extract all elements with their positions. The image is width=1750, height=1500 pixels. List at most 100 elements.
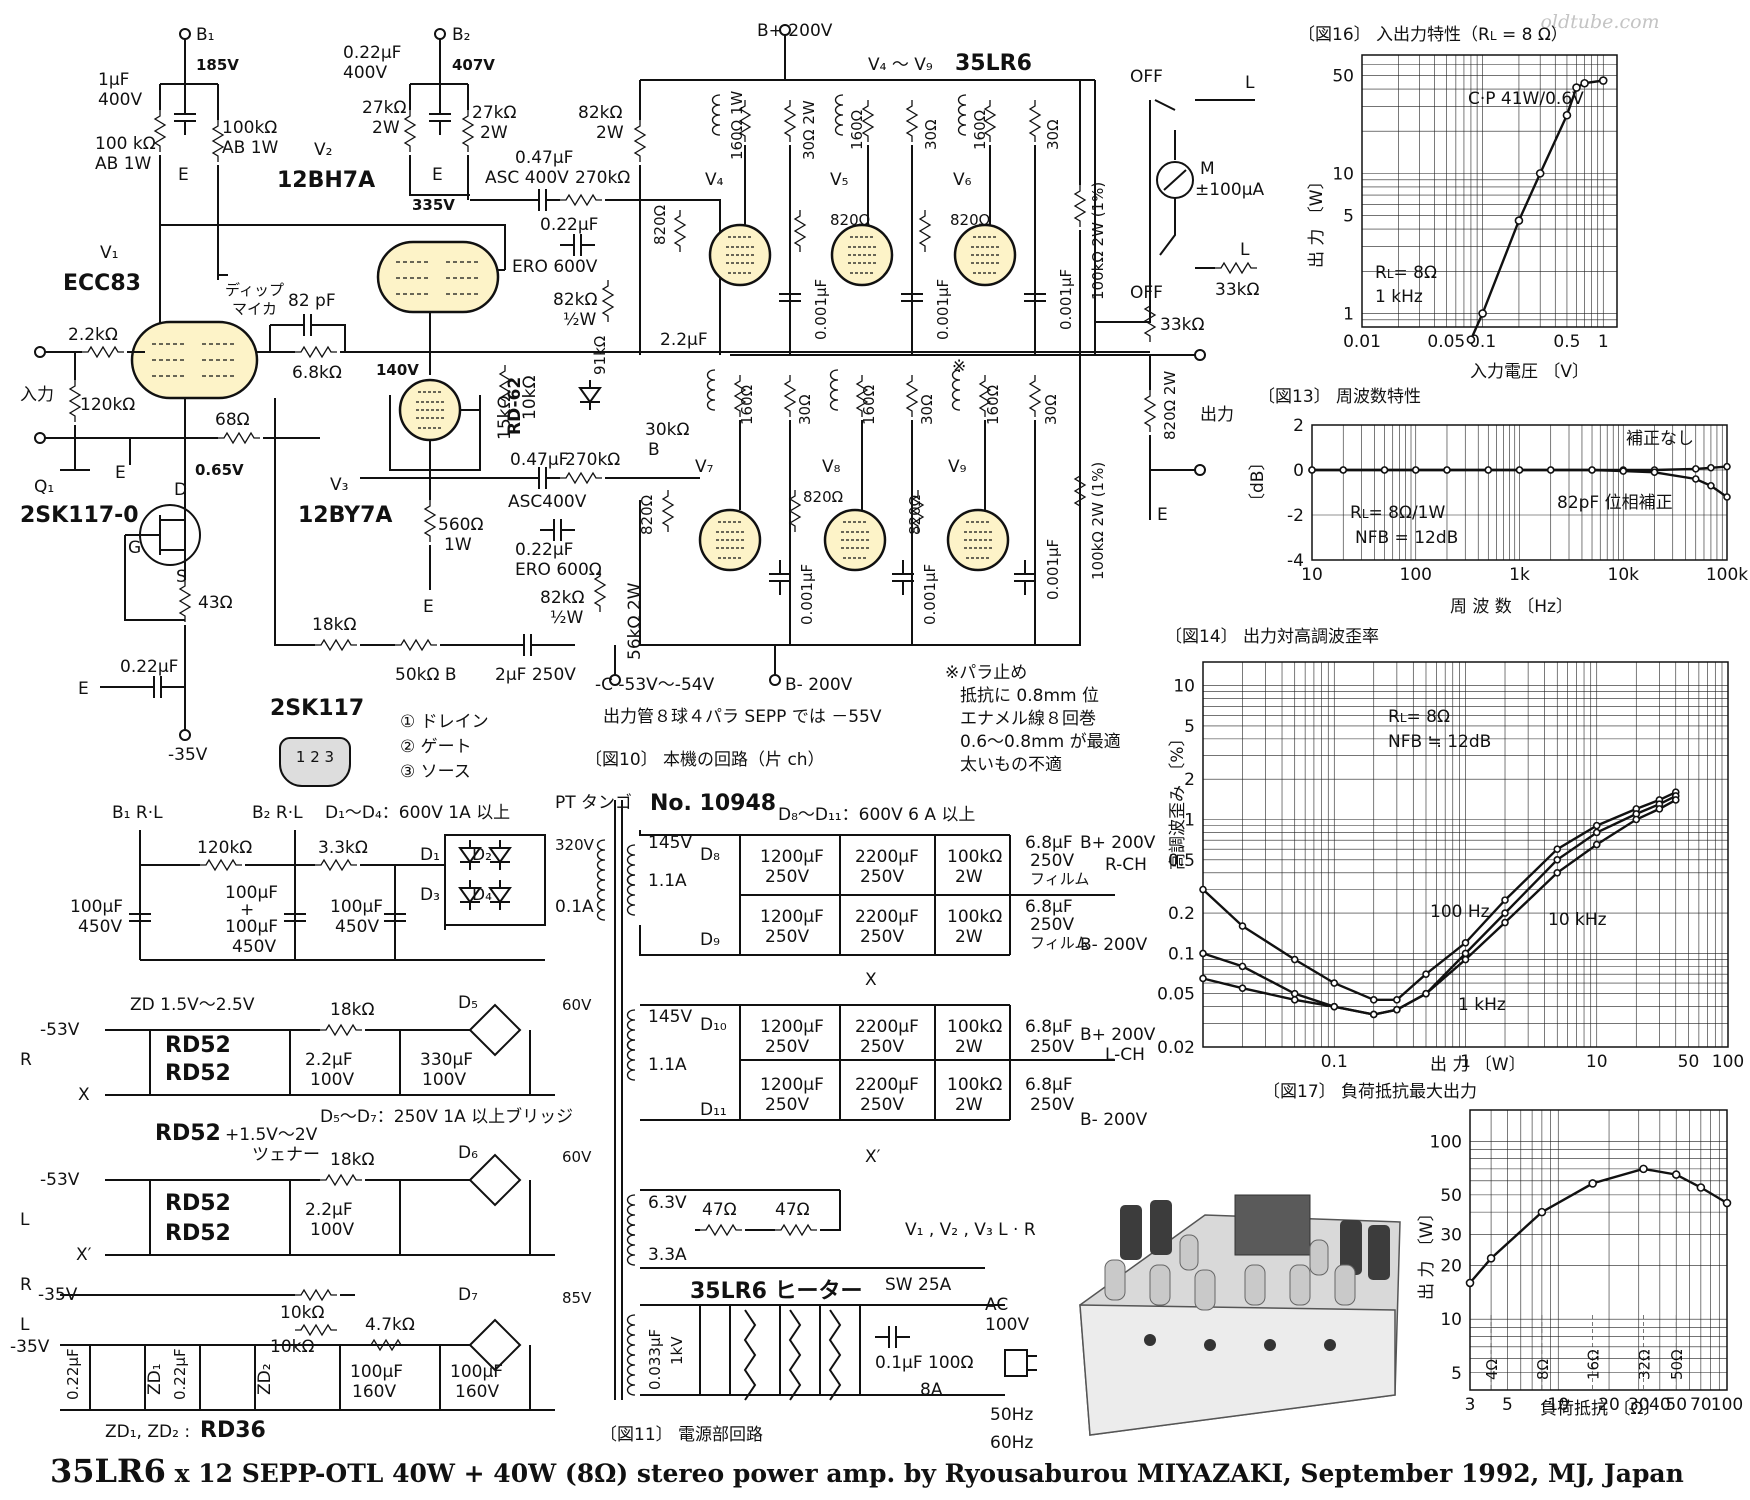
c0001-v7: 0.001μF xyxy=(798,564,816,625)
fig14-grid xyxy=(1202,662,1729,1048)
v335: 335V xyxy=(412,196,455,214)
fig13-ytick: -4 xyxy=(1287,551,1304,571)
fig14-point xyxy=(1671,796,1680,804)
xprime-l: X′ xyxy=(865,1147,881,1167)
r160-v5: 160Ω xyxy=(848,110,866,150)
c68-l2-v: 250V xyxy=(1030,1095,1074,1115)
c2200-l1-v: 250V xyxy=(860,1037,904,1057)
fig16-point xyxy=(1478,309,1487,318)
page-caption: 35LR6 x 12 SEPP-OTL 40W + 40W (8Ω) stere… xyxy=(50,1452,1684,1490)
fig17-ytick: 50 xyxy=(1440,1186,1462,1206)
ground-e-1: E xyxy=(178,165,189,185)
fig16-xtick: 0.05 xyxy=(1427,332,1465,352)
ground-e-5: E xyxy=(423,597,434,617)
fig14-point xyxy=(1592,821,1601,830)
ps-r120k: 120kΩ xyxy=(197,838,252,858)
r820-v8: 820Ω xyxy=(803,488,843,506)
r10k-b: 10kΩ xyxy=(270,1337,314,1357)
r30-v9: 30Ω xyxy=(1042,394,1060,425)
zd-note: ZD₁, ZD₂ : xyxy=(105,1422,190,1442)
bminus-r: B- 200V xyxy=(1080,935,1148,955)
bias-supplies: -53V ZD 1.5V～2.5V RD52 RD52 R X 18kΩ 2.2… xyxy=(10,993,592,1443)
switch-off-upper: OFF xyxy=(1130,67,1163,87)
q1-gate: G xyxy=(128,538,141,558)
r82c-watt: ½W xyxy=(550,608,583,628)
switch-off-lower: OFF xyxy=(1130,283,1163,303)
c0033-v: 1kV xyxy=(668,1336,686,1365)
r-label-2: R xyxy=(20,1275,32,1295)
r91k: 91kΩ xyxy=(591,336,609,375)
ps-c100b-2: 100μF xyxy=(225,917,278,937)
fig13-point xyxy=(1339,466,1348,474)
fig13-point xyxy=(1484,466,1493,474)
c330-v: 100V xyxy=(422,1070,466,1090)
pin1: ① ドレイン xyxy=(400,712,489,732)
r820-v9: 820Ω xyxy=(906,495,924,535)
fig14-ytick: 2 xyxy=(1184,770,1195,790)
c022b: 0.22μF xyxy=(540,215,598,235)
rd52-r2: RD52 xyxy=(165,1061,231,1086)
v8-ref: V₈ xyxy=(822,457,841,477)
fig14-xlabel: 出 力 〔W〕 xyxy=(1430,1055,1526,1075)
pt-number: No. 10948 xyxy=(650,791,776,816)
r160-v6: 160Ω xyxy=(971,110,989,150)
r-label-1: R xyxy=(20,1050,32,1070)
fig13-nfb: NFB = 12dB xyxy=(1355,528,1458,548)
fig14-point xyxy=(1393,1005,1401,1014)
fig11-label: 〔図11〕 電源部回路 xyxy=(600,1425,763,1445)
fig14-point xyxy=(1393,996,1401,1004)
pinout-pins: 1 2 3 xyxy=(296,748,334,766)
fig14-xtick: 100 xyxy=(1712,1052,1744,1072)
fig14-point xyxy=(1655,805,1664,813)
r100k-l2: 100kΩ xyxy=(947,1075,1002,1095)
c047a-voltage: ASC 400V xyxy=(485,168,569,188)
fig16-point xyxy=(1580,78,1589,88)
bridge-d6 xyxy=(468,1153,522,1207)
fig16-point xyxy=(1598,76,1608,85)
rd52-l2: RD52 xyxy=(165,1221,231,1246)
fig17-load-label: 50Ω xyxy=(1668,1349,1686,1380)
heater-tubes: V₁ , V₂ , V₃ L · R xyxy=(905,1220,1036,1240)
c2200-l1: 2200μF xyxy=(855,1017,919,1037)
c0001-v9: 0.001μF xyxy=(1044,539,1062,600)
fig13-title: 〔図13〕 周波数特性 xyxy=(1258,387,1421,407)
c1200-l1-v: 250V xyxy=(765,1037,809,1057)
r27k-b: 27kΩ xyxy=(472,103,516,123)
bplus-label: B+ 200V xyxy=(757,21,833,41)
fig13-point xyxy=(1707,481,1715,490)
c2200-l2-v: 250V xyxy=(860,1095,904,1115)
v3-type: 12BY7A xyxy=(298,503,392,528)
v7-ref: V₇ xyxy=(695,457,714,477)
fig17-ytick: 5 xyxy=(1451,1364,1462,1384)
fig17-xlabel: 負荷抵抗 〔Ω〕 xyxy=(1540,1399,1660,1419)
c330: 330μF xyxy=(420,1050,473,1070)
q1-drain: D xyxy=(174,480,187,500)
fig17-load-label: 4Ω xyxy=(1483,1359,1501,1380)
v2-type: 12BH7A xyxy=(277,168,375,193)
fig14-xtick: 50 xyxy=(1678,1052,1700,1072)
q1-type: 2SK117-0 xyxy=(20,503,139,528)
fig14-point xyxy=(1238,922,1247,930)
c0001-v5: 0.001μF xyxy=(934,279,952,340)
c68-r2: 6.8μF xyxy=(1025,897,1073,917)
fig17-xtick: 100 xyxy=(1711,1395,1743,1415)
para-note-4: 太いもの不適 xyxy=(960,755,1062,775)
fig14-point xyxy=(1199,949,1207,958)
fig16-xtick: 0.5 xyxy=(1553,332,1580,352)
fig14-point xyxy=(1592,840,1601,849)
r10k-a: 10kΩ xyxy=(280,1303,324,1323)
v4-v9-label: V₄ ～ V₉ xyxy=(868,55,933,75)
fig17-series-0 xyxy=(1469,1167,1728,1284)
fig16-xlabel: 入力電圧 〔V〕 xyxy=(1470,362,1589,382)
input-label: 入力 xyxy=(20,385,54,405)
rd52-l1: RD52 xyxy=(165,1191,231,1216)
fig14-series-2 xyxy=(1202,798,1677,1016)
c022-zd1: 0.22μF xyxy=(64,1348,82,1400)
r18k: 18kΩ xyxy=(312,615,356,635)
fig14-series-1 xyxy=(1202,794,1677,1016)
para-star: ※ xyxy=(952,357,966,377)
fig17-point xyxy=(1465,1278,1475,1288)
fig10-label: 〔図10〕 本機の回路（片 ch） xyxy=(585,750,825,770)
